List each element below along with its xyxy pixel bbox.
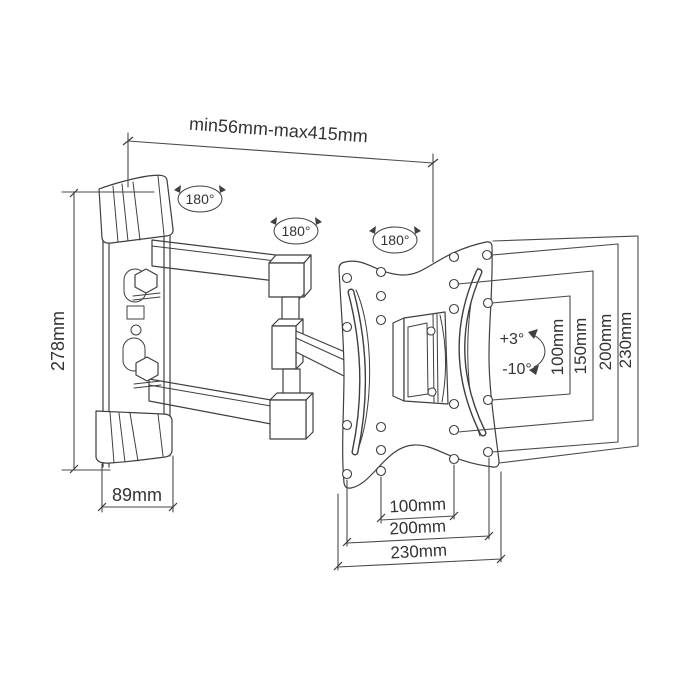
tilt-annotation: +3° -10° [500, 329, 546, 378]
lower-pivot-bolt [135, 356, 159, 382]
vesa-holes [341, 249, 494, 480]
swivel-annotation-1: 180° [174, 185, 226, 213]
tilt-arrow-head-down [529, 365, 539, 375]
wall-height-label: 278mm [48, 311, 68, 371]
vesa-v200-label: 200mm [596, 314, 615, 371]
mounting-cutout [126, 305, 145, 320]
lower-keyhole-slot [122, 337, 146, 372]
dimension-vesa-horizontal: 100mm 200mm 230mm [333, 457, 506, 571]
head-bolt-top [426, 326, 436, 336]
tilt-arrow-arc [530, 333, 546, 368]
head-bolt-bottom [427, 387, 437, 397]
swivel-label-2: 180° [282, 223, 311, 239]
mounting-hole [130, 324, 142, 336]
vesa-v150-label: 150mm [571, 318, 590, 375]
upper-arm [151, 239, 285, 283]
vesa-h200-label: 200mm [389, 517, 447, 539]
swivel-label-3: 180° [381, 232, 410, 248]
extension-range-label: min56mm-max415mm [188, 114, 368, 147]
vesa-h230-label: 230mm [390, 541, 448, 563]
swivel-annotation-2: 180° [270, 217, 322, 245]
swivel-label-1: 180° [186, 191, 215, 207]
upper-pivot-bolt [134, 268, 158, 294]
tilt-head-assembly [392, 311, 449, 405]
tilt-up-label: +3° [500, 331, 525, 348]
wall-plate-top-cap [98, 174, 174, 244]
swivel-annotation-3: 180° [369, 226, 421, 254]
wall-plate-bottom-cap [95, 410, 173, 464]
vesa-plate [338, 241, 500, 489]
left-emboss-curve [355, 289, 371, 453]
dimension-wall-height: 278mm [48, 188, 155, 474]
tilt-arrow-head-up [528, 329, 538, 339]
vesa-v100-label: 100mm [548, 319, 567, 376]
dimension-wall-width: 89mm [97, 455, 178, 513]
dimension-vesa-vertical: 100mm 150mm 200mm 230mm [457, 235, 639, 464]
vesa-h100-label: 100mm [389, 495, 447, 517]
wall-plate [102, 189, 171, 468]
tilt-down-label: -10° [502, 361, 532, 378]
wall-bracket [95, 174, 314, 468]
vesa-v230-label: 230mm [616, 312, 635, 369]
wall-width-label: 89mm [112, 485, 162, 505]
left-curved-slot [347, 288, 367, 456]
right-curved-slot [458, 268, 487, 437]
elbow-joint-column [268, 254, 314, 440]
